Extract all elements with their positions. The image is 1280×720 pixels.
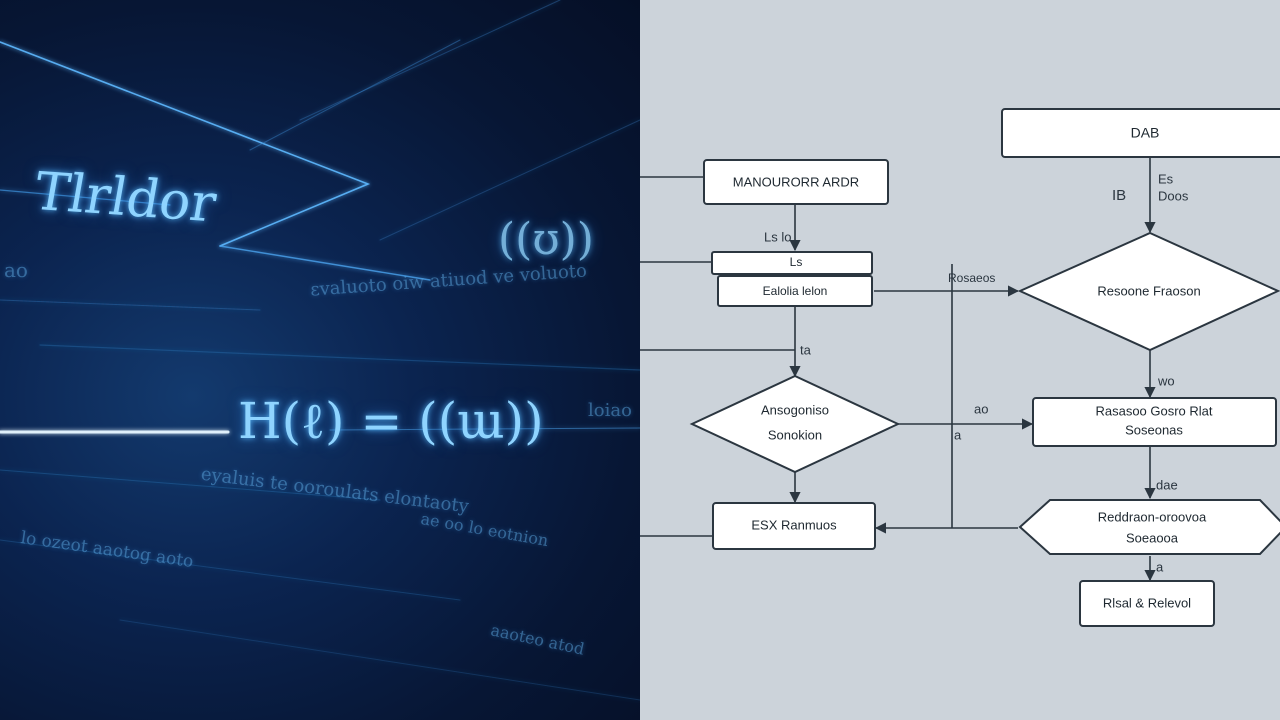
hex-node-right: [1018, 499, 1280, 555]
decision-node-left-label: Ansogoniso: [761, 402, 829, 417]
start-node-label: DAB: [1131, 125, 1160, 141]
edge-label: wo: [1157, 373, 1175, 388]
edge-label: Es: [1158, 171, 1174, 186]
streak: [0, 469, 381, 501]
decision-node-left-label: Sonokion: [768, 427, 822, 442]
stacked-node-lower-label: Ealolia lelon: [763, 284, 828, 298]
edge-label: ta: [800, 342, 812, 357]
stream-small-tag: ao: [4, 258, 28, 282]
process-node-right-label: Rasasoo Gosro Rlat: [1095, 403, 1212, 418]
formula-upper: ((ʊ)): [498, 214, 594, 265]
stacked-node-upper-label: Ls: [790, 255, 803, 269]
stacked-node-lower: [717, 275, 873, 307]
start-node: [1001, 108, 1280, 158]
flowchart: DAB MANOURORR ARDR Ls Ealolia lelon Anso…: [640, 108, 1280, 627]
process-node-top: [703, 159, 889, 205]
streak: [329, 427, 640, 431]
decision-node-left: [689, 374, 901, 474]
streak: [0, 299, 261, 311]
edge-label: Rosaeos: [948, 271, 995, 285]
edge-label: a: [954, 427, 962, 442]
stream-title: Tlrldor: [29, 161, 221, 235]
wire-triangle: [0, 41, 371, 247]
edge-label: Ls lo: [764, 229, 791, 244]
end-node-right-label: Rlsal & Relevol: [1103, 595, 1191, 610]
streak: [219, 245, 431, 281]
edge-label: Doos: [1158, 188, 1189, 203]
streak: [39, 344, 640, 371]
decision-node-right: [1017, 231, 1280, 352]
hex-node-right-label: Reddraon-oroovoa: [1098, 509, 1207, 524]
formula-main: H(ℓ) = ((ɯ)): [238, 392, 544, 450]
edge-label: dae: [1156, 477, 1178, 492]
end-node-right: [1079, 580, 1215, 627]
process-node-right-label: Soseonas: [1125, 422, 1183, 437]
process-node-right: [1032, 397, 1277, 447]
streak: [379, 119, 640, 241]
end-node-left-label: ESX Ranmuos: [751, 517, 837, 532]
stacked-node-upper: [711, 251, 873, 275]
data-stream-panel: Tlrldor ao ((ʊ)) H(ℓ) = ((ɯ)) ɛvaluoto o…: [0, 0, 640, 720]
light-streaks: [0, 0, 640, 701]
streak: [0, 189, 171, 206]
hex-node-right-label: Soeaooa: [1126, 530, 1179, 545]
streak: [0, 539, 461, 601]
streak: [119, 619, 640, 701]
process-node-top-label: MANOURORR ARDR: [733, 174, 859, 189]
edge-label: IB: [1112, 187, 1126, 204]
flowchart-panel: DAB MANOURORR ARDR Ls Ealolia lelon Anso…: [640, 0, 1280, 720]
end-node-left: [712, 502, 876, 550]
edge-label: ao: [974, 401, 988, 416]
streak: [299, 0, 561, 121]
decision-node-right-label: Resoone Fraoson: [1097, 283, 1200, 298]
stream-text: loiao: [588, 400, 632, 421]
edge-label: a: [1156, 559, 1164, 574]
